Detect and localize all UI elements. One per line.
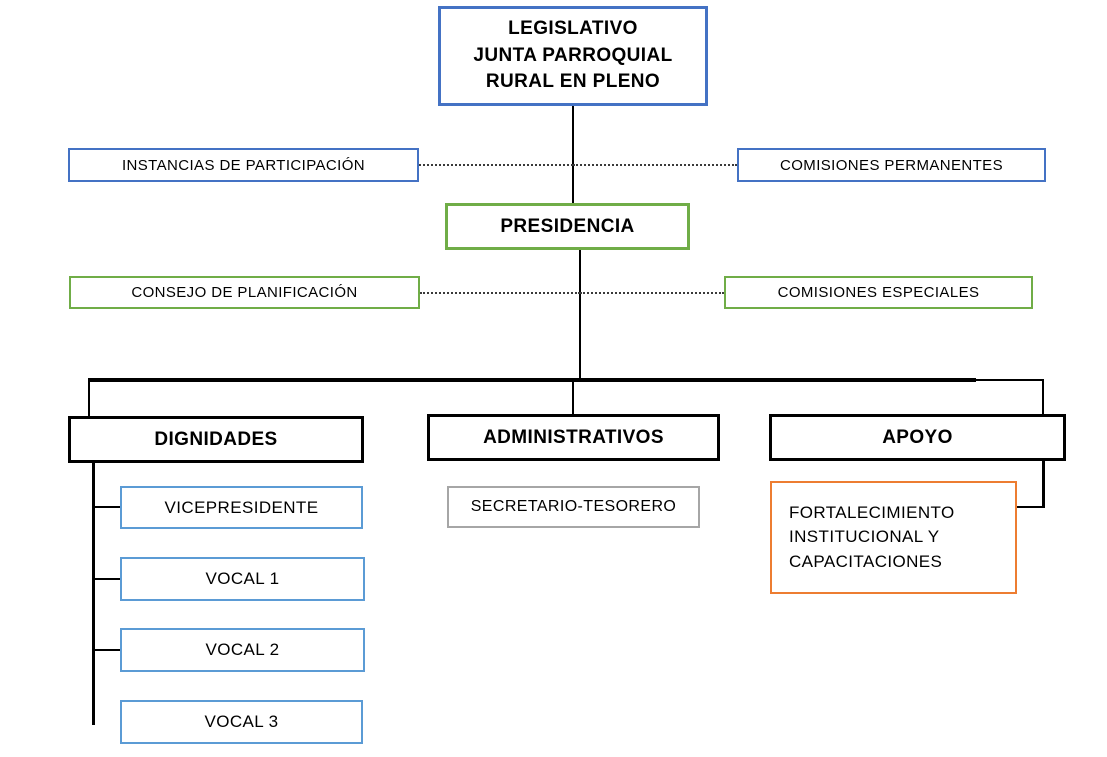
- node-vocal-1[interactable]: VOCAL 1: [120, 557, 365, 601]
- connector-consejo-dotted: [420, 292, 580, 294]
- node-administrativos[interactable]: ADMINISTRATIVOS: [427, 414, 720, 461]
- node-comisiones-permanentes[interactable]: COMISIONES PERMANENTES: [737, 148, 1046, 182]
- node-comisiones-especiales[interactable]: COMISIONES ESPECIALES: [724, 276, 1033, 309]
- node-vicepresidente-label: VICEPRESIDENTE: [164, 497, 319, 517]
- distribution-bar-right-extension: [974, 379, 1044, 381]
- node-secretario-tesorero-label: SECRETARIO-TESORERO: [470, 498, 677, 515]
- node-dignidades[interactable]: DIGNIDADES: [68, 416, 364, 463]
- node-vocal-3-label: VOCAL 3: [204, 712, 279, 731]
- connector-apoyo-down: [1042, 461, 1045, 508]
- distribution-bar: [88, 378, 976, 382]
- connector-bar-administrativos: [572, 380, 574, 414]
- connector-apoyo-elbow: [1016, 506, 1044, 508]
- connector-spine-vicepresidente: [93, 506, 121, 508]
- node-legislativo-label: LEGISLATIVO JUNTA PARROQUIAL RURAL EN PL…: [473, 17, 673, 93]
- dignidades-spine: [92, 416, 95, 725]
- connector-comisiones-permanentes-dotted: [573, 164, 737, 166]
- node-comisiones-permanentes-label: COMISIONES PERMANENTES: [780, 156, 1003, 174]
- node-comisiones-especiales-label: COMISIONES ESPECIALES: [777, 284, 980, 301]
- node-fortalecimiento-institucional-label: FORTALECIMIENTO INSTITUCIONAL Y CAPACITA…: [789, 503, 955, 571]
- node-legislativo[interactable]: LEGISLATIVO JUNTA PARROQUIAL RURAL EN PL…: [438, 6, 708, 106]
- node-consejo-planificacion-label: CONSEJO DE PLANIFICACIÓN: [131, 284, 358, 301]
- node-administrativos-label: ADMINISTRATIVOS: [483, 426, 664, 448]
- connector-presidencia-down: [579, 250, 581, 380]
- connector-legislativo-presidencia: [572, 105, 574, 203]
- node-dignidades-label: DIGNIDADES: [154, 428, 278, 450]
- node-fortalecimiento-institucional[interactable]: FORTALECIMIENTO INSTITUCIONAL Y CAPACITA…: [770, 481, 1017, 594]
- node-instancias-participacion[interactable]: INSTANCIAS DE PARTICIPACIÓN: [68, 148, 419, 182]
- node-presidencia-label: PRESIDENCIA: [500, 215, 635, 237]
- node-presidencia[interactable]: PRESIDENCIA: [445, 203, 690, 250]
- connector-bar-dignidades: [88, 380, 90, 416]
- node-apoyo-label: APOYO: [882, 426, 953, 448]
- node-vocal-1-label: VOCAL 1: [205, 569, 280, 588]
- connector-bar-apoyo: [1042, 380, 1044, 414]
- node-vocal-3[interactable]: VOCAL 3: [120, 700, 363, 744]
- connector-spine-vocal-1: [93, 578, 121, 580]
- node-instancias-participacion-label: INSTANCIAS DE PARTICIPACIÓN: [121, 156, 366, 174]
- node-vocal-2[interactable]: VOCAL 2: [120, 628, 365, 672]
- node-secretario-tesorero[interactable]: SECRETARIO-TESORERO: [447, 486, 700, 528]
- connector-spine-vocal-2: [93, 649, 121, 651]
- node-vocal-2-label: VOCAL 2: [205, 640, 280, 659]
- node-apoyo[interactable]: APOYO: [769, 414, 1066, 461]
- node-vicepresidente[interactable]: VICEPRESIDENTE: [120, 486, 363, 529]
- node-consejo-planificacion[interactable]: CONSEJO DE PLANIFICACIÓN: [69, 276, 420, 309]
- connector-comisiones-especiales-dotted: [580, 292, 724, 294]
- connector-instancias-dotted: [419, 164, 573, 166]
